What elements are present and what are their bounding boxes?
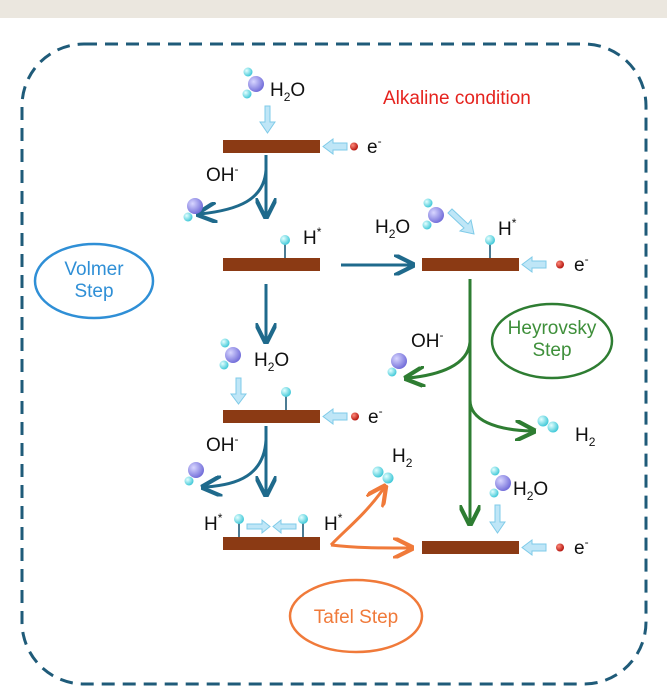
electron-label-3: e- xyxy=(368,404,383,428)
oh-label-1: OH- xyxy=(206,162,239,186)
water-label-1: H2O xyxy=(270,80,305,104)
h2-label-2: H2 xyxy=(392,446,413,470)
electrode-4 xyxy=(223,410,320,423)
oh-label-3: OH- xyxy=(411,328,444,352)
electrode-2 xyxy=(223,258,320,271)
hydroxide-1: OH- xyxy=(183,162,239,222)
water-molecule-2: H2O xyxy=(375,198,475,241)
hydrogen-molecule-2: H2 xyxy=(372,446,413,484)
water-label-2: H2O xyxy=(375,217,410,241)
down-arrow-3 xyxy=(230,377,247,405)
down-arrow-1 xyxy=(259,105,276,134)
water-molecule-4: H2O xyxy=(489,466,548,534)
header-band xyxy=(0,0,667,18)
adsorbed-h-3: H* xyxy=(484,216,517,259)
volmer-arrows xyxy=(200,155,411,493)
h-star-label-5b: H* xyxy=(324,511,343,535)
adsorbed-h-4 xyxy=(280,386,292,411)
condition-title: Alkaline condition xyxy=(383,88,531,109)
electron-label-2: e- xyxy=(574,252,589,276)
electrode-6 xyxy=(422,541,519,554)
h2-label-1: H2 xyxy=(575,425,596,449)
h-star-label-5a: H* xyxy=(204,511,223,535)
adsorbed-h-5a: H* xyxy=(204,511,245,538)
hydrogen-molecule-1: H2 xyxy=(537,415,596,449)
water-molecule-3: H2O xyxy=(219,338,289,405)
electrode-1 xyxy=(223,140,320,153)
adsorbed-h-5b: H* xyxy=(297,511,343,538)
water-label-4: H2O xyxy=(513,479,548,503)
electron-feed-1: e- xyxy=(322,134,382,158)
h-star-label-3: H* xyxy=(498,216,517,240)
down-arrow-4 xyxy=(489,504,506,534)
water-molecule-1: H2O xyxy=(242,67,305,134)
electrode-3 xyxy=(422,258,519,271)
dashed-border xyxy=(20,42,648,686)
oh-label-2: OH- xyxy=(206,432,239,456)
electron-feed-2: e- xyxy=(521,252,589,276)
water-label-3: H2O xyxy=(254,350,289,374)
tafel-arrows xyxy=(329,488,410,548)
adsorbed-h-2: H* xyxy=(279,225,322,259)
hydroxide-2: OH- xyxy=(184,432,239,486)
migration-arrow-right xyxy=(246,518,271,535)
electron-label-1: e- xyxy=(367,134,382,158)
heyrovsky-arrows xyxy=(408,279,532,522)
electron-label-4: e- xyxy=(574,535,589,559)
h-star-label-2: H* xyxy=(303,225,322,249)
tafel-label: Tafel Step xyxy=(314,607,399,628)
diagonal-arrow xyxy=(447,208,475,235)
hydroxide-3: OH- xyxy=(387,328,444,377)
electrode-5 xyxy=(223,537,320,550)
tafel-step: Tafel Step xyxy=(288,578,424,654)
electron-feed-3: e- xyxy=(322,404,383,428)
migration-arrow-left xyxy=(272,518,297,535)
electron-feed-4: e- xyxy=(521,535,589,559)
